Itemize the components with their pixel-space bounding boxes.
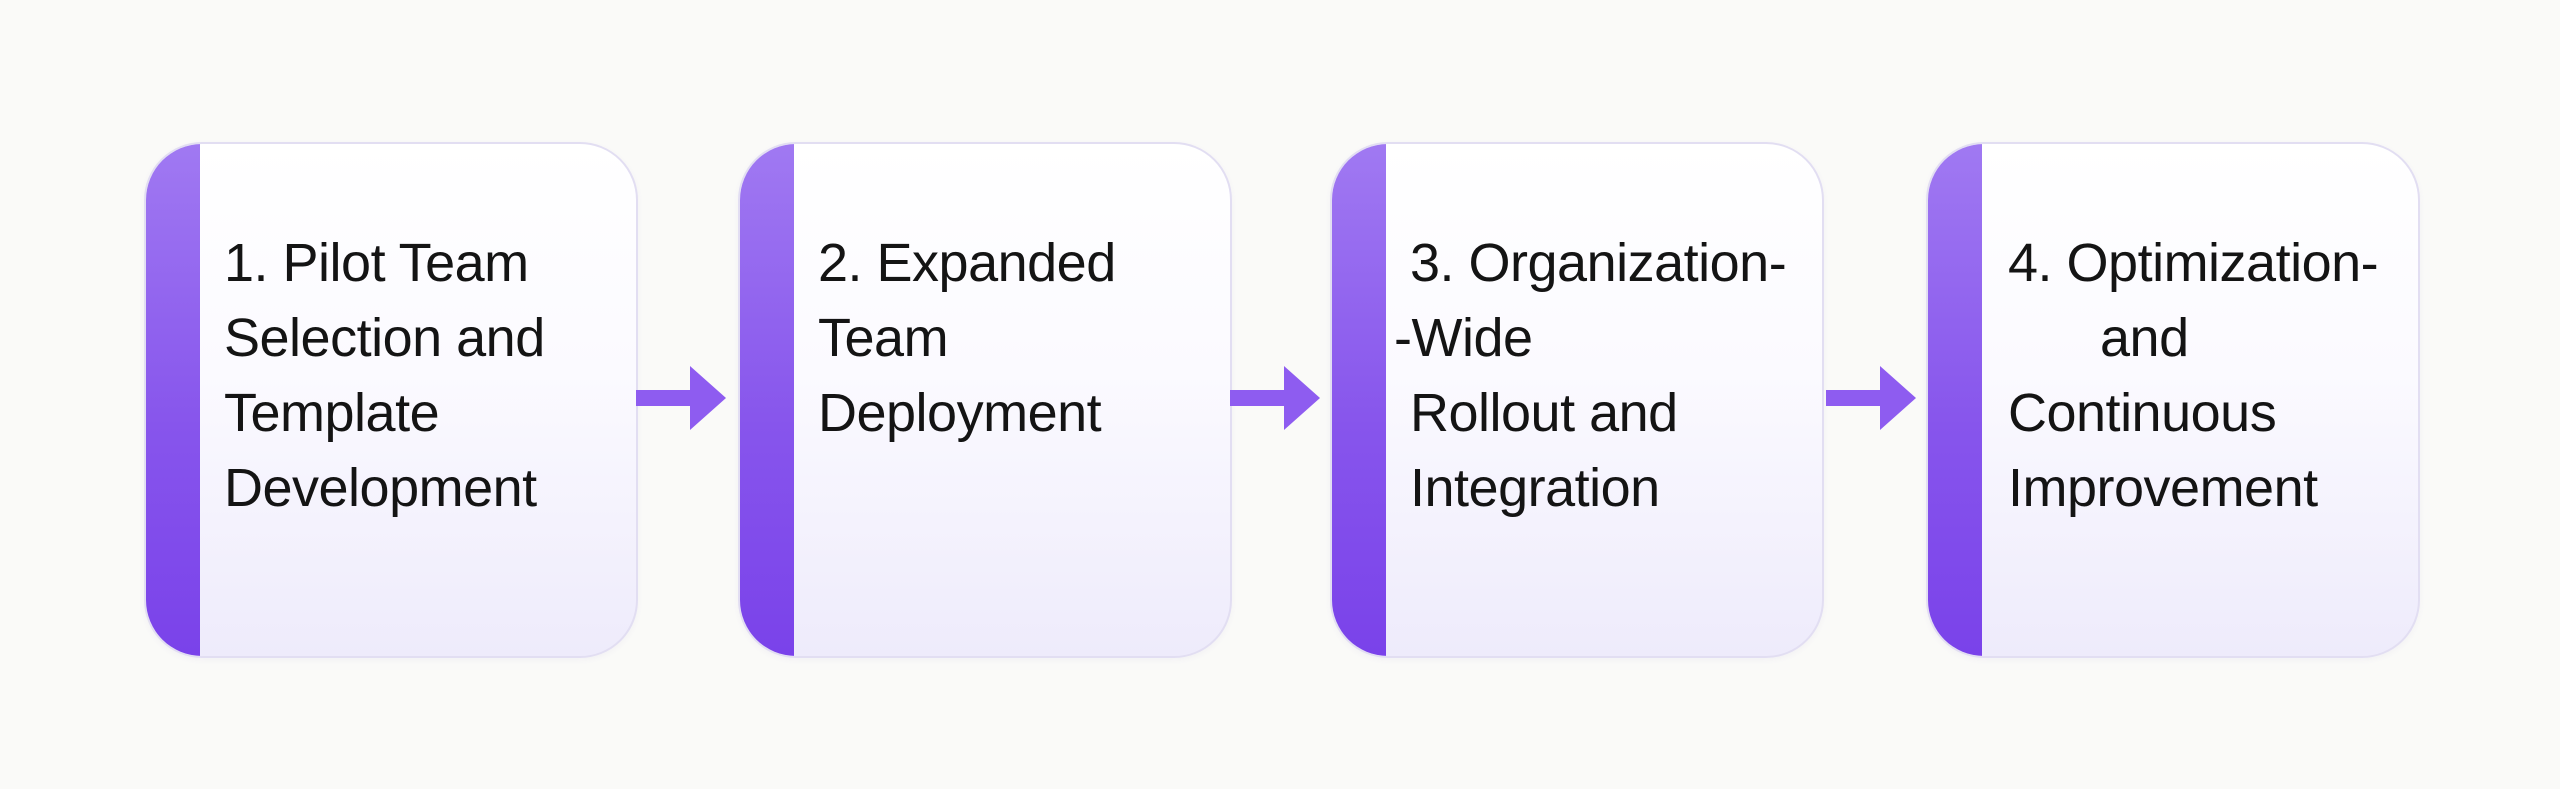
step-label: 3. Organization- -Wide Rollout and Integ… xyxy=(1394,226,1814,526)
step-accent-bar xyxy=(1332,144,1386,656)
step-card-4: 4. Optimization- and Continuous Improvem… xyxy=(1926,142,2420,658)
step-label-line: 2. Expanded xyxy=(818,233,1116,293)
step-label-line: Deployment xyxy=(818,383,1102,443)
step-label-line: Selection and xyxy=(224,308,545,368)
step-label: 2. Expanded Team Deployment xyxy=(818,226,1230,451)
step-label-line: Development xyxy=(224,458,537,518)
step-label-line: Template xyxy=(224,383,440,443)
step-label-line: Team xyxy=(818,308,949,368)
step-label-line: Improvement xyxy=(2008,458,2318,518)
arrow-right-icon xyxy=(636,364,728,432)
step-label-line: -Wide xyxy=(1394,308,1533,368)
step-label: 4. Optimization- and Continuous Improvem… xyxy=(2008,226,2418,526)
step-accent-bar xyxy=(1928,144,1982,656)
step-label: 1. Pilot Team Selection and Template Dev… xyxy=(224,226,636,526)
step-label-line: 1. Pilot Team xyxy=(224,233,529,293)
arrow-right-icon xyxy=(1826,364,1918,432)
step-label-line: Rollout and xyxy=(1410,383,1678,443)
step-label-line: Integration xyxy=(1410,458,1660,518)
step-card-1: 1. Pilot Team Selection and Template Dev… xyxy=(144,142,638,658)
step-card-3: 3. Organization- -Wide Rollout and Integ… xyxy=(1330,142,1824,658)
step-card-2: 2. Expanded Team Deployment xyxy=(738,142,1232,658)
step-label-line: 3. Organization- xyxy=(1410,233,1787,293)
step-label-line: Continuous xyxy=(2008,383,2277,443)
step-accent-bar xyxy=(146,144,200,656)
step-label-line: 4. Optimization- xyxy=(2008,233,2379,293)
step-accent-bar xyxy=(740,144,794,656)
arrow-right-icon xyxy=(1230,364,1322,432)
step-label-line: and xyxy=(2100,308,2189,368)
